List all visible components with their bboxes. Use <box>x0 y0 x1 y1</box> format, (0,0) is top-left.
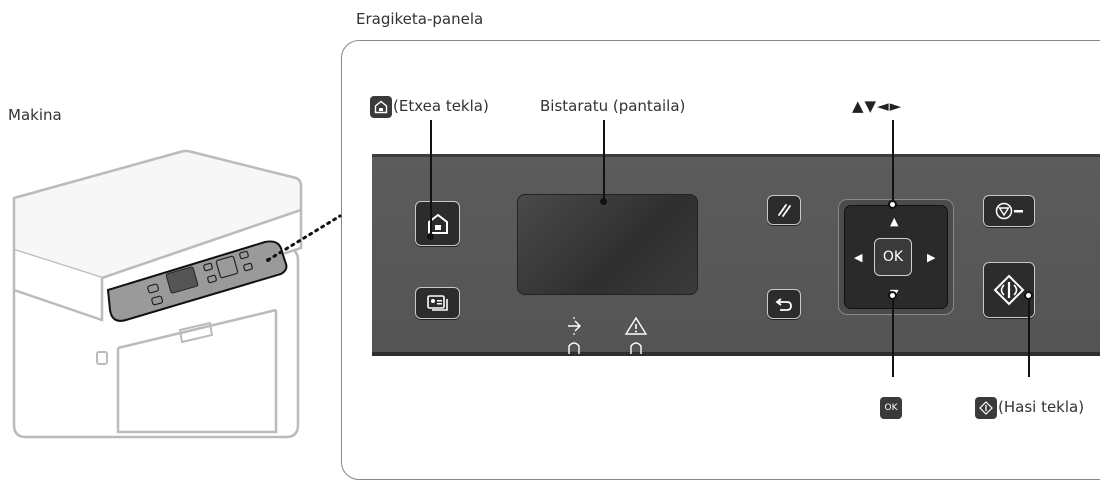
start-icon <box>979 401 993 415</box>
home-key-legend-icon <box>370 96 392 118</box>
reset-icon <box>778 204 791 217</box>
panel-edge-bottom <box>372 352 1100 356</box>
home-leader-dot <box>427 233 434 240</box>
display-label: Bistaratu (pantaila) <box>540 97 686 115</box>
reset-key[interactable] <box>767 195 801 225</box>
left-arrow-key[interactable]: ◀ <box>854 251 863 264</box>
right-arrow-key[interactable]: ▶ <box>927 251 936 264</box>
control-panel <box>372 154 1100 354</box>
stop-key[interactable] <box>983 195 1035 227</box>
start-icon <box>993 274 1025 306</box>
ok-key-legend-icon: OK <box>880 397 902 419</box>
home-key[interactable] <box>415 201 460 246</box>
data-indicator <box>568 317 581 354</box>
stop-icon <box>995 202 1023 220</box>
panel-edge-top <box>372 154 1100 157</box>
id-card-icon <box>426 295 448 311</box>
printer-illustration <box>12 149 342 439</box>
start-key-legend-icon <box>975 397 997 419</box>
arrows-leader-ring <box>888 200 897 209</box>
machine-label: Makina <box>8 106 62 124</box>
operation-panel-title: Eragiketa-panela <box>356 10 484 28</box>
back-key[interactable] <box>767 289 801 319</box>
display-leader-dot <box>600 198 607 205</box>
start-key[interactable] <box>983 262 1035 318</box>
id-card-copy-key[interactable] <box>415 287 460 319</box>
home-key-label: (Etxea tekla) <box>393 97 489 115</box>
ok-key[interactable]: OK <box>874 238 912 276</box>
ok-leader-line <box>892 299 894 377</box>
start-leader-line <box>1028 299 1030 377</box>
arrows-leader-line <box>892 120 894 206</box>
error-indicator <box>624 316 648 354</box>
home-leader-line <box>430 120 432 240</box>
display-leader-line <box>603 120 605 202</box>
display-screen <box>517 194 698 295</box>
start-key-label: (Hasi tekla) <box>998 398 1085 416</box>
back-arrow-icon <box>775 298 792 311</box>
arrow-keys-label: ▲▼◄► <box>852 97 903 115</box>
up-arrow-key[interactable]: ▲ <box>890 215 899 228</box>
home-icon <box>374 100 388 114</box>
